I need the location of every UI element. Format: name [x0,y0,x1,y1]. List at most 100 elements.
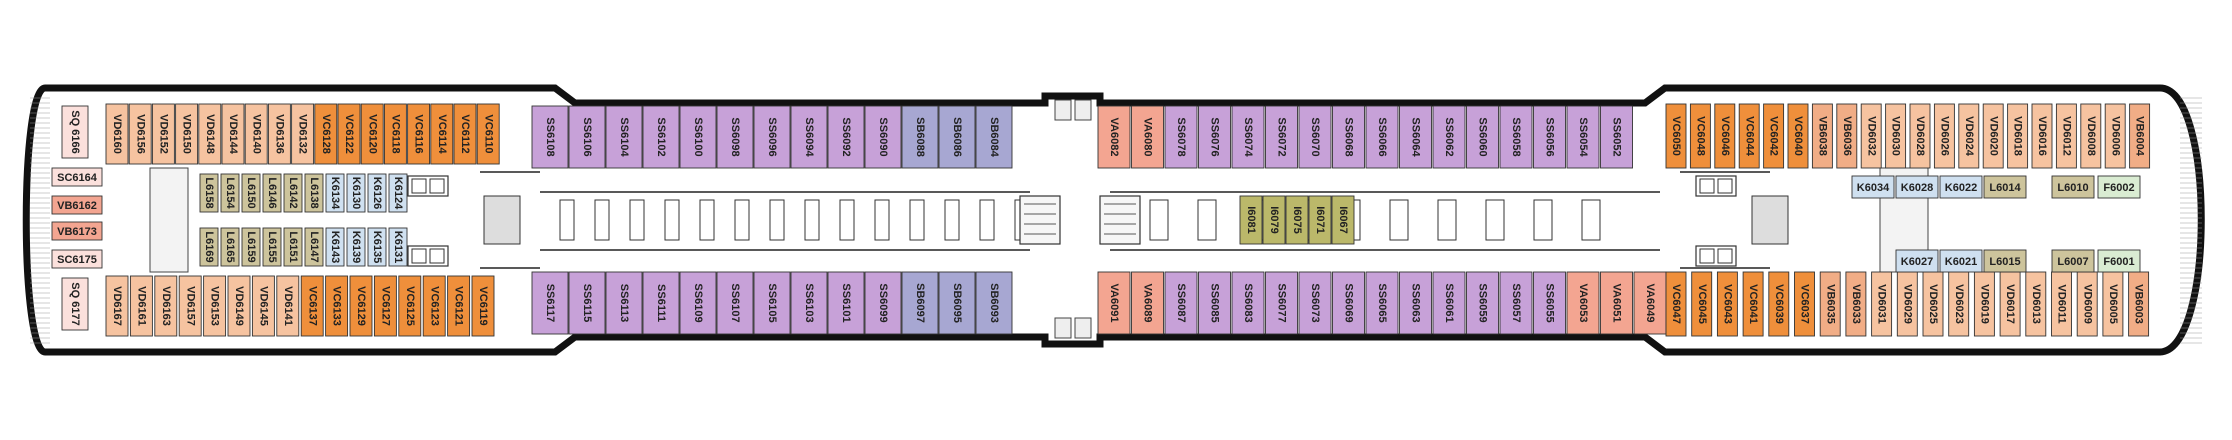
cabin-vd6020[interactable]: VD6020 [1982,103,2004,169]
cabin-l6007[interactable]: L6007 [2051,249,2095,273]
cabin-vc6122[interactable]: VC6122 [337,103,361,165]
cabin-vd6160[interactable]: VD6160 [105,103,129,165]
cabin-i6071[interactable]: I6071 [1308,195,1332,245]
cabin-va6082[interactable]: VA6082 [1097,105,1131,169]
cabin-sq6166[interactable]: SQ 6166 [61,105,89,159]
cabin-vd6009[interactable]: VD6009 [2076,271,2098,337]
cabin-ss6054[interactable]: SS6054 [1566,105,1600,169]
cabin-l6142[interactable]: L6142 [283,173,303,213]
cabin-ss6072[interactable]: SS6072 [1265,105,1298,169]
cabin-ss6117[interactable]: SS6117 [531,271,569,335]
cabin-vb6003[interactable]: VB6003 [2128,271,2150,337]
cabin-ss6078[interactable]: SS6078 [1164,105,1198,169]
cabin-vc6137[interactable]: VC6137 [300,275,324,337]
cabin-sb6088[interactable]: SB6088 [901,105,939,169]
cabin-ss6083[interactable]: SS6083 [1231,271,1265,335]
cabin-ss6098[interactable]: SS6098 [716,105,754,169]
cabin-vd6016[interactable]: VD6016 [2031,103,2053,169]
cabin-vd6149[interactable]: VD6149 [227,275,251,337]
cabin-vc6127[interactable]: VC6127 [373,275,397,337]
cabin-vc6118[interactable]: VC6118 [383,103,407,165]
cabin-va6080[interactable]: VA6080 [1131,105,1164,169]
cabin-vd6145[interactable]: VD6145 [251,275,275,337]
cabin-vc6112[interactable]: VC6112 [453,103,477,165]
cabin-k6134[interactable]: K6134 [325,173,345,213]
cabin-vd6152[interactable]: VD6152 [151,103,175,165]
cabin-l6165[interactable]: L6165 [220,227,240,267]
cabin-k6143[interactable]: K6143 [325,227,345,267]
cabin-ss6076[interactable]: SS6076 [1198,105,1231,169]
cabin-ss6109[interactable]: SS6109 [679,271,717,335]
cabin-vd6023[interactable]: VD6023 [1948,271,1970,337]
cabin-ss6106[interactable]: SS6106 [568,105,606,169]
cabin-va6049[interactable]: VA6049 [1633,271,1667,335]
cabin-vc6116[interactable]: VC6116 [407,103,431,165]
cabin-vd6006[interactable]: VD6006 [2104,103,2126,169]
cabin-va6091[interactable]: VA6091 [1097,271,1131,335]
cabin-sb6086[interactable]: SB6086 [938,105,976,169]
cabin-sb6095[interactable]: SB6095 [938,271,976,335]
cabin-ss6100[interactable]: SS6100 [679,105,717,169]
cabin-l6147[interactable]: L6147 [304,227,324,267]
cabin-vc6047[interactable]: VC6047 [1665,271,1687,337]
cabin-ss6065[interactable]: SS6065 [1365,271,1399,335]
cabin-vd6019[interactable]: VD6019 [1973,271,1995,337]
cabin-k6022[interactable]: K6022 [1939,175,1983,199]
cabin-vd6144[interactable]: VD6144 [221,103,245,165]
cabin-vc6040[interactable]: VC6040 [1787,103,1809,169]
cabin-k6135[interactable]: K6135 [367,227,387,267]
cabin-vc6043[interactable]: VC6043 [1716,271,1738,337]
cabin-vc6129[interactable]: VC6129 [349,275,373,337]
cabin-i6081[interactable]: I6081 [1239,195,1263,245]
cabin-vc6039[interactable]: VC6039 [1768,271,1790,337]
cabin-l6150[interactable]: L6150 [241,173,261,213]
cabin-k6131[interactable]: K6131 [388,227,408,267]
cabin-vd6025[interactable]: VD6025 [1922,271,1944,337]
cabin-vb6004[interactable]: VB6004 [2129,103,2151,169]
cabin-ss6063[interactable]: SS6063 [1399,271,1432,335]
cabin-ss6103[interactable]: SS6103 [790,271,828,335]
cabin-vc6050[interactable]: VC6050 [1665,103,1687,169]
cabin-ss6104[interactable]: SS6104 [605,105,643,169]
cabin-ss6102[interactable]: SS6102 [642,105,680,169]
cabin-ss6077[interactable]: SS6077 [1265,271,1298,335]
cabin-vc6114[interactable]: VC6114 [430,103,454,165]
cabin-vd6005[interactable]: VD6005 [2102,271,2124,337]
cabin-l6146[interactable]: L6146 [262,173,282,213]
cabin-k6139[interactable]: K6139 [346,227,366,267]
cabin-l6154[interactable]: L6154 [220,173,240,213]
cabin-ss6074[interactable]: SS6074 [1231,105,1265,169]
cabin-vd6157[interactable]: VD6157 [178,275,202,337]
cabin-vd6026[interactable]: VD6026 [1933,103,1955,169]
cabin-ss6057[interactable]: SS6057 [1499,271,1533,335]
cabin-ss6055[interactable]: SS6055 [1533,271,1566,335]
cabin-ss6066[interactable]: SS6066 [1365,105,1399,169]
cabin-vd6031[interactable]: VD6031 [1871,271,1893,337]
cabin-vd6030[interactable]: VD6030 [1885,103,1907,169]
cabin-i6079[interactable]: I6079 [1262,195,1286,245]
cabin-vd6161[interactable]: VD6161 [129,275,153,337]
cabin-l6155[interactable]: L6155 [262,227,282,267]
cabin-vd6153[interactable]: VD6153 [203,275,227,337]
cabin-vc6042[interactable]: VC6042 [1763,103,1785,169]
cabin-vc6041[interactable]: VC6041 [1742,271,1764,337]
cabin-ss6105[interactable]: SS6105 [753,271,791,335]
cabin-vd6012[interactable]: VD6012 [2055,103,2077,169]
cabin-vd6008[interactable]: VD6008 [2080,103,2102,169]
cabin-vd6028[interactable]: VD6028 [1909,103,1931,169]
cabin-k6027[interactable]: K6027 [1895,249,1939,273]
cabin-l6015[interactable]: L6015 [1983,249,2027,273]
cabin-l6159[interactable]: L6159 [241,227,261,267]
cabin-vd6141[interactable]: VD6141 [276,275,300,337]
cabin-i6075[interactable]: I6075 [1285,195,1309,245]
cabin-vd6024[interactable]: VD6024 [1958,103,1980,169]
cabin-va6089[interactable]: VA6089 [1131,271,1164,335]
cabin-va6053[interactable]: VA6053 [1566,271,1600,335]
cabin-ss6113[interactable]: SS6113 [605,271,643,335]
cabin-k6021[interactable]: K6021 [1939,249,1983,273]
cabin-ss6096[interactable]: SS6096 [753,105,791,169]
cabin-l6014[interactable]: L6014 [1983,175,2027,199]
cabin-sb6093[interactable]: SB6093 [975,271,1013,335]
cabin-sc6175[interactable]: SC6175 [51,249,103,269]
cabin-vc6119[interactable]: VC6119 [471,275,495,337]
